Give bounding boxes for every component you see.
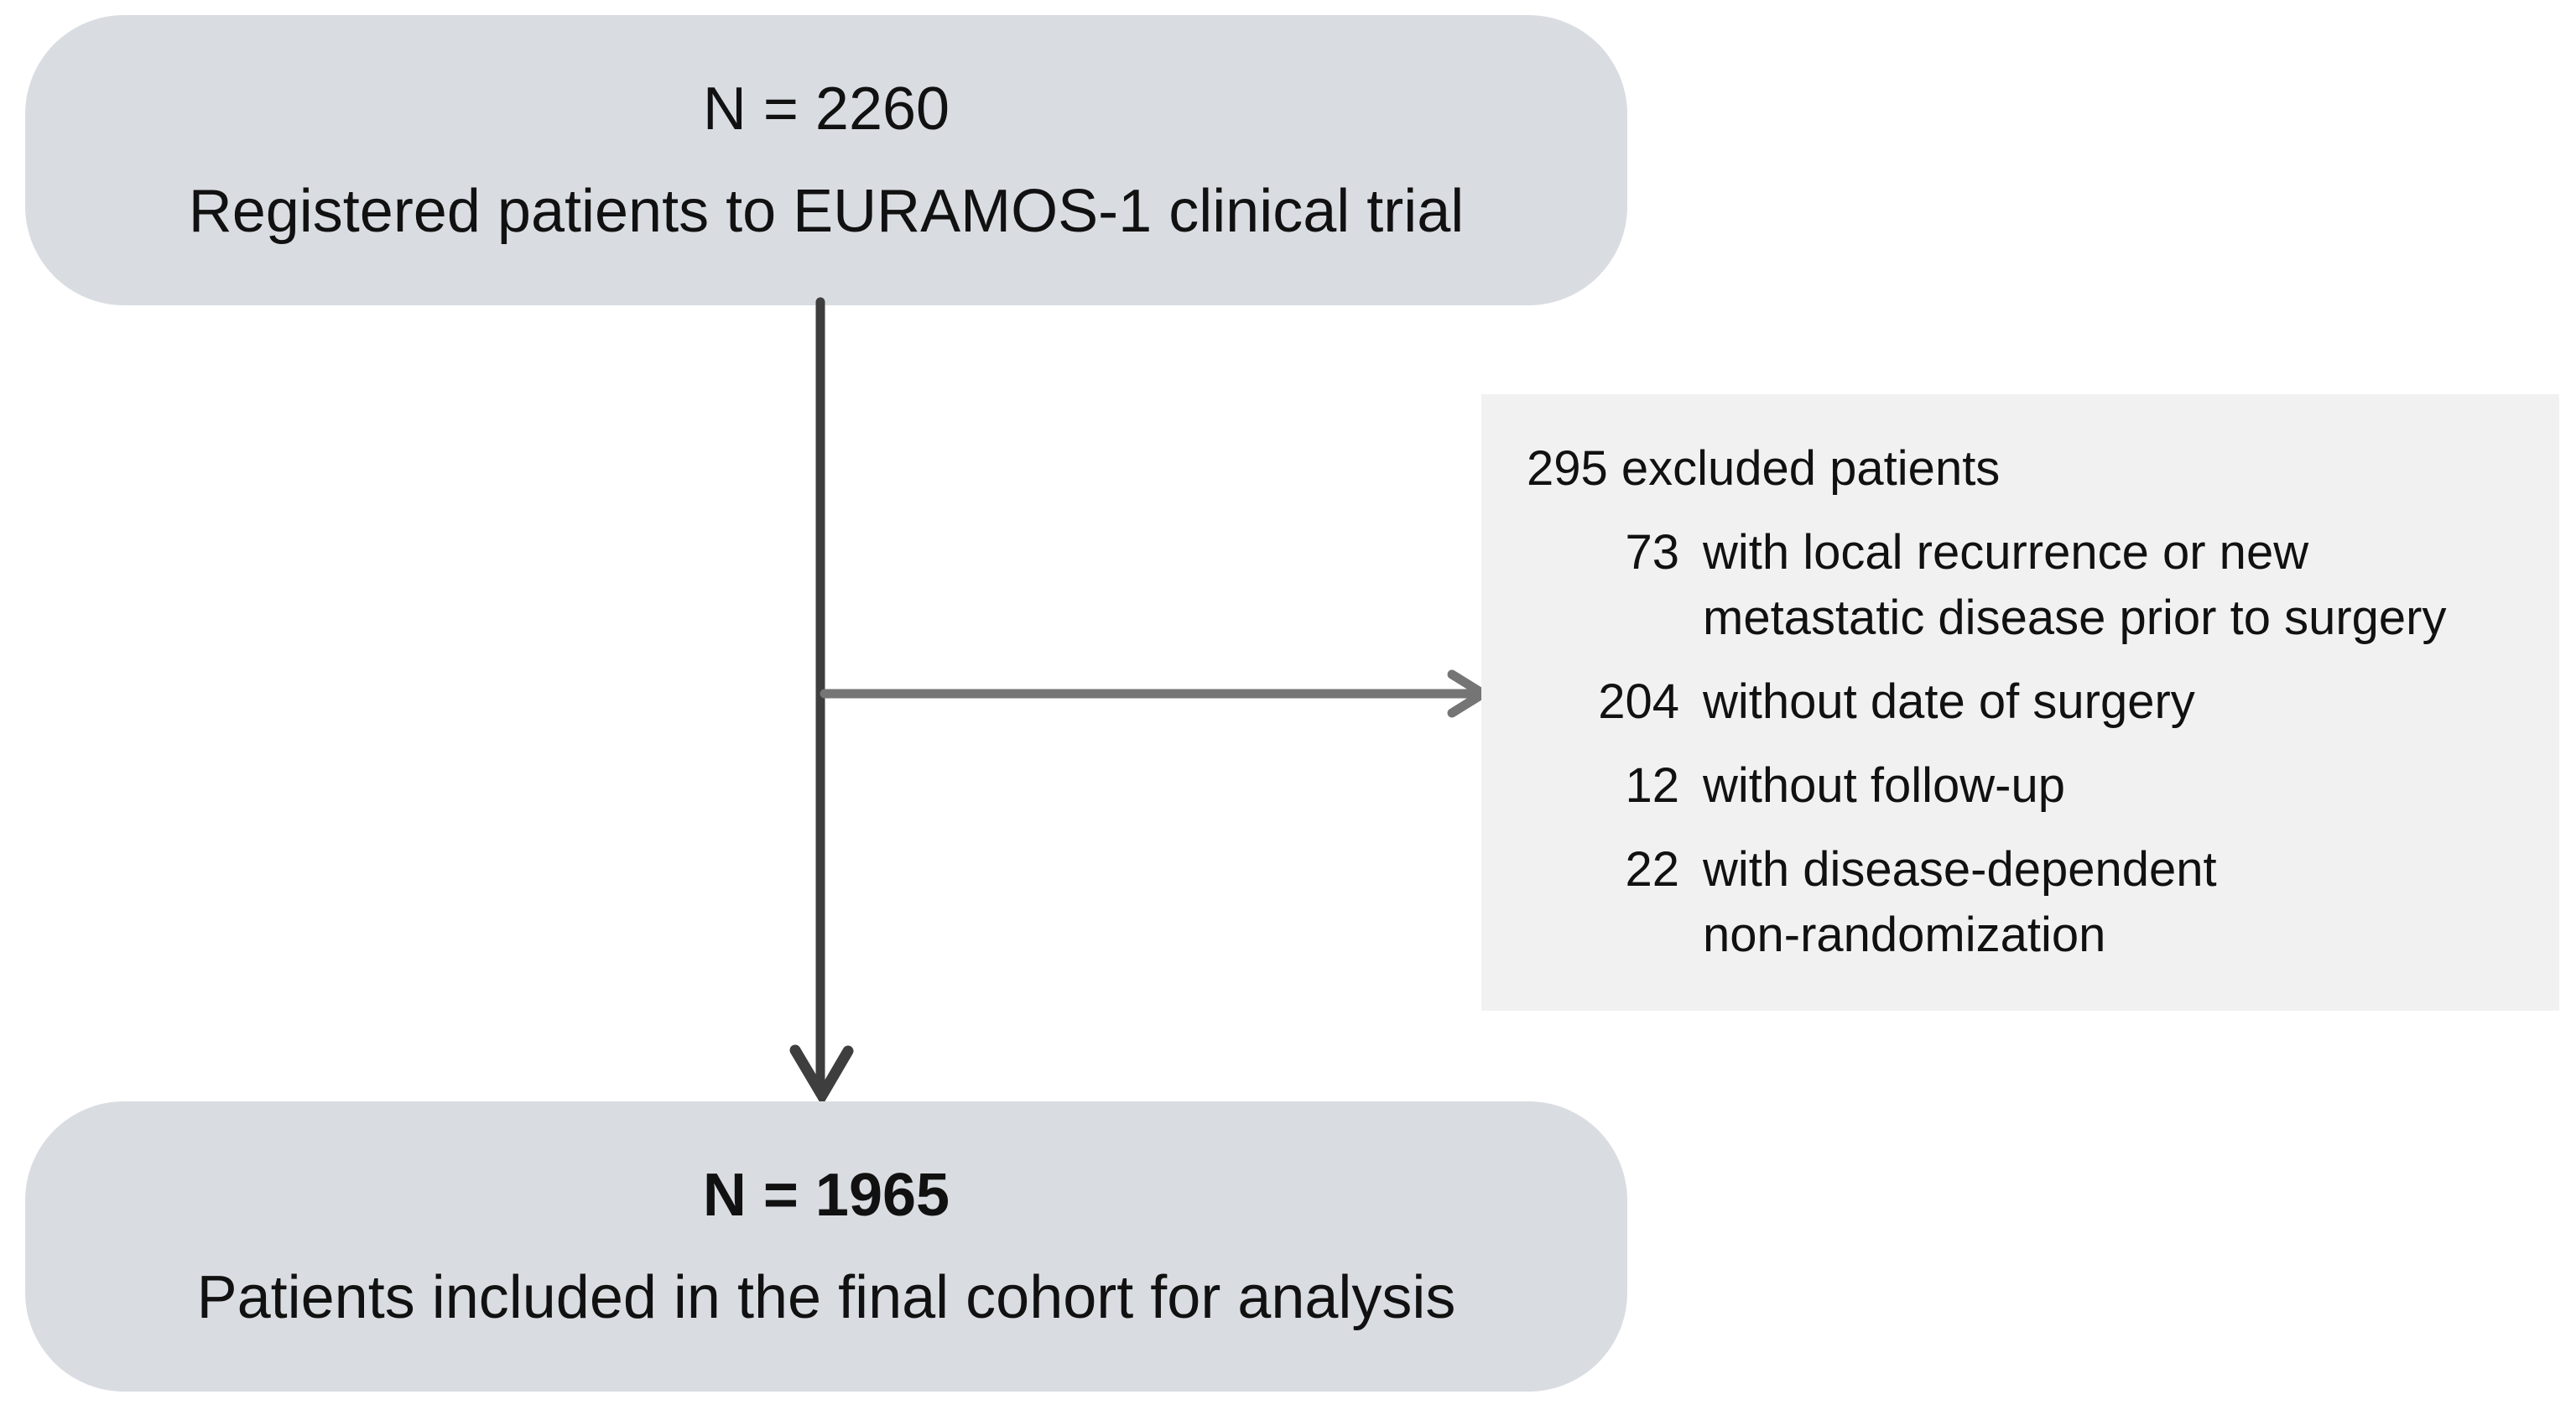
exclusion-count: 73 xyxy=(1625,525,1679,580)
excluded-patients-header: 295 excluded patients xyxy=(1527,441,2001,496)
exclusion-item: 204 without date of surgery xyxy=(1527,669,2539,735)
arrow-right-head-icon xyxy=(1447,669,1492,718)
exclusion-reason: with local recurrence or new metastatic … xyxy=(1703,525,2447,645)
excluded-patients-box: 295 excluded patients 73 with local recu… xyxy=(1481,394,2559,1011)
final-cohort-node: N = 1965 Patients included in the final … xyxy=(25,1101,1627,1392)
exclusion-reason: with disease-dependent non-randomization xyxy=(1703,842,2217,962)
registered-patients-count: N = 2260 xyxy=(702,75,950,143)
final-cohort-count: N = 1965 xyxy=(702,1162,950,1229)
final-cohort-description: Patients included in the final cohort fo… xyxy=(196,1264,1456,1331)
exclusion-item: 22 with disease-dependent non-randomizat… xyxy=(1527,837,2539,968)
exclusion-count: 204 xyxy=(1598,674,1679,729)
arrow-down-to-final-cohort xyxy=(789,297,854,1106)
arrow-right-to-exclusions xyxy=(820,669,1492,718)
registered-patients-description: Registered patients to EURAMOS-1 clinica… xyxy=(188,178,1465,245)
exclusion-reason: without date of surgery xyxy=(1703,674,2195,729)
exclusion-item: 12 without follow-up xyxy=(1527,753,2539,819)
registered-patients-node: N = 2260 Registered patients to EURAMOS-… xyxy=(25,15,1627,305)
exclusion-item: 73 with local recurrence or new metastat… xyxy=(1527,520,2539,651)
exclusion-count: 22 xyxy=(1625,842,1679,897)
exclusion-count: 12 xyxy=(1625,758,1679,813)
exclusion-reason: without follow-up xyxy=(1703,758,2065,813)
arrow-down-head-icon xyxy=(789,1044,854,1106)
